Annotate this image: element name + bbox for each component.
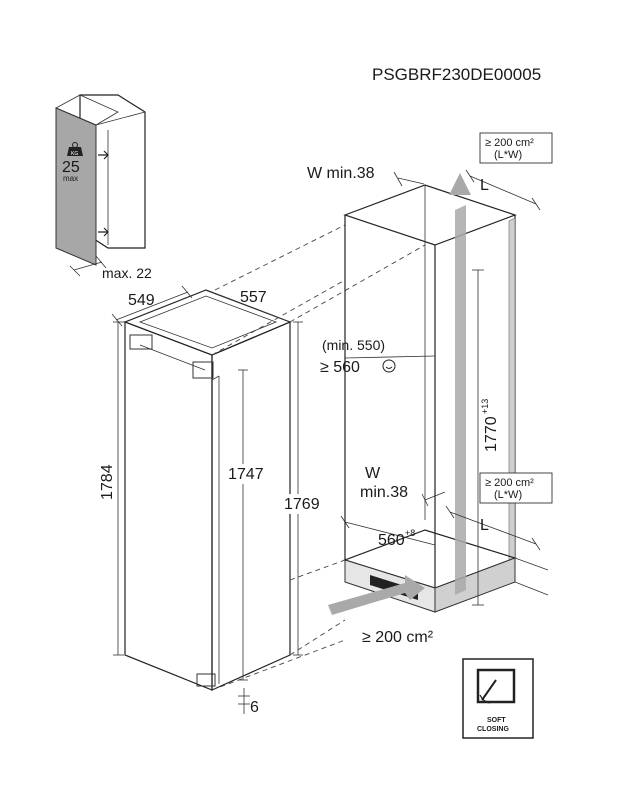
appliance: 549 557 1784 1747 1769 6 — [99, 285, 326, 716]
smile-icon — [382, 359, 396, 373]
niche-depth-tolerance: +8 — [405, 528, 415, 538]
appliance-width: 557 — [240, 289, 267, 306]
niche-bottom-ventilation-area: ≥ 200 cm² — [485, 477, 534, 489]
soft-closing-badge: SOFT CLOSING — [462, 658, 534, 739]
alignment-lines — [211, 224, 426, 691]
soft-closing-icon — [476, 668, 516, 704]
niche-height: 1770 — [483, 416, 500, 452]
soft-closing-line1: SOFT — [487, 717, 506, 724]
model-code: PSGBRF230DE00005 — [372, 65, 541, 84]
appliance-inner-height: 1747 — [228, 466, 264, 483]
niche-width-min-note: (min. 550) — [322, 337, 385, 353]
niche-top-l: L — [480, 177, 489, 194]
niche-bottom-w-label: W — [365, 465, 381, 482]
arrow-icon — [98, 227, 109, 237]
niche-bottom-ventilation-formula: (L*W) — [494, 489, 522, 501]
door-gap-label: max. 22 — [102, 265, 152, 281]
soft-closing-line2: CLOSING — [477, 726, 509, 733]
niche: W min.38 L ≥ 200 cm² (L*W) (min. 550) ≥ … — [307, 132, 553, 646]
niche-top-w-min: W min.38 — [307, 165, 375, 182]
niche-floor-ventilation: ≥ 200 cm² — [362, 629, 434, 646]
appliance-bottom-gap: 6 — [250, 699, 259, 716]
niche-top-ventilation-formula: (L*W) — [494, 149, 522, 161]
niche-bottom-w-min: min.38 — [360, 484, 408, 501]
appliance-side-height: 1769 — [284, 496, 320, 513]
svg-text:KG: KG — [71, 151, 78, 157]
door-load-value: 25 — [62, 159, 80, 176]
door-load-inset: KG 25 max max. 22 — [55, 94, 152, 281]
niche-height-tolerance: +13 — [480, 399, 490, 414]
appliance-total-height: 1784 — [99, 464, 116, 500]
niche-bottom-l: L — [480, 517, 489, 534]
weight-icon: KG — [67, 142, 83, 157]
niche-depth: 560 — [378, 532, 405, 549]
niche-width-recommended: ≥ 560 — [320, 359, 360, 376]
door-load-note: max — [63, 174, 78, 183]
appliance-depth: 549 — [128, 292, 155, 309]
niche-top-ventilation-area: ≥ 200 cm² — [485, 137, 534, 149]
arrow-icon — [98, 150, 109, 160]
